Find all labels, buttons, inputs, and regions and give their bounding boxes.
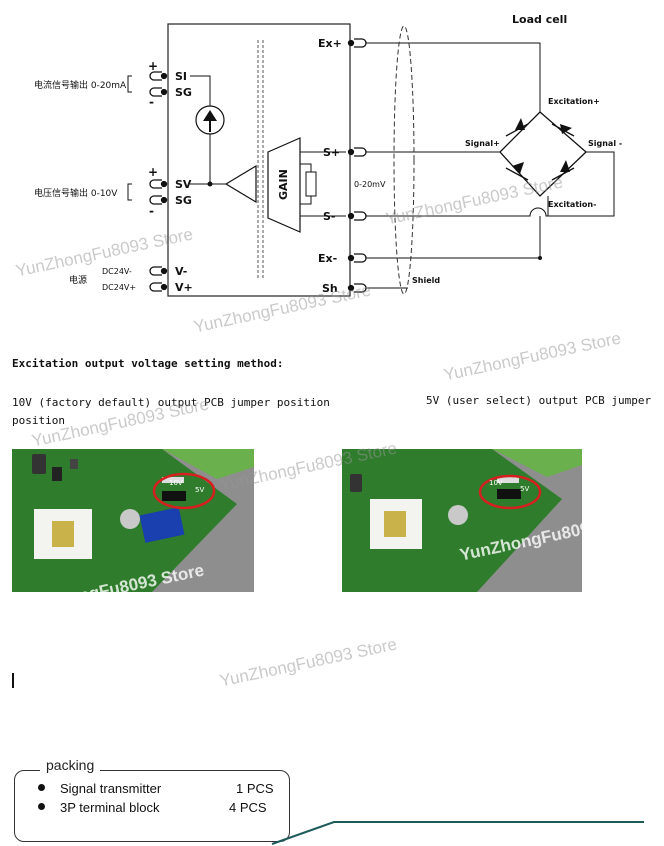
decorative-line bbox=[271, 821, 644, 845]
gain-label: GAIN bbox=[277, 169, 290, 200]
terminal-ex-plus: Ex+ bbox=[318, 37, 342, 50]
terminal-v-neg: V- bbox=[175, 265, 187, 278]
shield-label: Shield bbox=[412, 276, 440, 285]
terminal-sg: SG bbox=[175, 194, 192, 207]
terminal-s-plus: S+ bbox=[323, 146, 340, 159]
desc-10v-line: 10V (factory default) output PCB jumper … bbox=[12, 396, 330, 409]
bullet bbox=[38, 784, 45, 791]
transmitter-module-box bbox=[167, 23, 351, 297]
current-source-icon bbox=[195, 105, 225, 135]
desc-5v: 5V (user select) output PCB jumper bbox=[426, 394, 652, 407]
cable-wires bbox=[366, 42, 615, 289]
left-terminals bbox=[149, 71, 168, 292]
desc-10v: 10V (factory default) output PCB jumper … bbox=[12, 394, 342, 430]
bullet bbox=[38, 803, 45, 810]
signal-minus-label: Signal - bbox=[588, 139, 622, 148]
plus-sign: + bbox=[148, 59, 158, 73]
packing-item-name: 3P terminal block bbox=[60, 800, 160, 815]
voltage-output-label: 电压信号输出 0-10V bbox=[34, 187, 118, 199]
excitation-minus-label: Excitation- bbox=[548, 200, 596, 209]
packing-item-qty: 1 PCS bbox=[236, 781, 274, 796]
bracket bbox=[127, 75, 132, 93]
excitation-plus-label: Excitation+ bbox=[548, 97, 600, 106]
gain-resistor bbox=[305, 171, 317, 197]
desc-10v-continuation: position bbox=[12, 414, 65, 427]
power-pos-label: DC24V+ bbox=[102, 283, 136, 292]
pcb-photo-10v: 10V 5V bbox=[12, 449, 254, 592]
watermark: YunZhongFu8093 Store bbox=[442, 328, 623, 385]
power-label: 电源 bbox=[69, 274, 87, 286]
text-cursor bbox=[12, 673, 14, 688]
buffer-amplifier-icon bbox=[224, 164, 257, 204]
strain-gauge-icon bbox=[512, 118, 572, 174]
power-neg-label: DC24V- bbox=[102, 267, 132, 276]
minus-sign: - bbox=[149, 204, 154, 218]
internal-wiring bbox=[190, 75, 226, 187]
plus-sign: + bbox=[148, 165, 158, 179]
terminal-s-minus: S- bbox=[323, 210, 336, 223]
current-output-label: 电流信号输出 0-20mA bbox=[34, 79, 127, 91]
jumper-label-5v: 5V bbox=[520, 485, 529, 493]
packing-box bbox=[14, 770, 290, 842]
bracket bbox=[127, 183, 132, 201]
wire-junction bbox=[538, 256, 542, 260]
amp-input-wire bbox=[300, 151, 346, 217]
packing-item-name: Signal transmitter bbox=[60, 781, 162, 796]
jumper-label-5v: 5V bbox=[195, 486, 204, 494]
terminal-sg: SG bbox=[175, 86, 192, 99]
terminal-si: SI bbox=[175, 70, 187, 83]
terminal-ex-minus: Ex- bbox=[318, 252, 337, 265]
minus-sign: - bbox=[149, 95, 154, 109]
terminal-shield: Sh bbox=[322, 282, 338, 295]
terminal-v-pos: V+ bbox=[175, 281, 193, 294]
wiring-diagram: 电流信号输出 0-20mA 电压信号输出 0-10V 电源 DC24V- DC2… bbox=[34, 13, 622, 297]
cable-shield-ellipse bbox=[393, 25, 415, 295]
right-terminals bbox=[347, 38, 367, 293]
load-cell-title: Load cell bbox=[512, 13, 567, 26]
jumper-label-10v: 10V bbox=[169, 479, 183, 487]
range-label: 0-20mV bbox=[354, 180, 386, 189]
jumper-label-10v: 10V bbox=[489, 479, 503, 487]
packing-item-qty: 4 PCS bbox=[229, 800, 267, 815]
packing-title: packing bbox=[40, 757, 101, 773]
signal-plus-label: Signal+ bbox=[465, 139, 500, 148]
gain-resistor-wire bbox=[300, 163, 312, 205]
gain-amplifier-block bbox=[267, 137, 301, 233]
pcb-photo-5v: 10V 5V bbox=[342, 449, 582, 592]
terminal-sv: SV bbox=[175, 178, 192, 191]
watermark: YunZhongFu8093 Store bbox=[218, 634, 399, 691]
section-heading: Excitation output voltage setting method… bbox=[12, 357, 284, 370]
